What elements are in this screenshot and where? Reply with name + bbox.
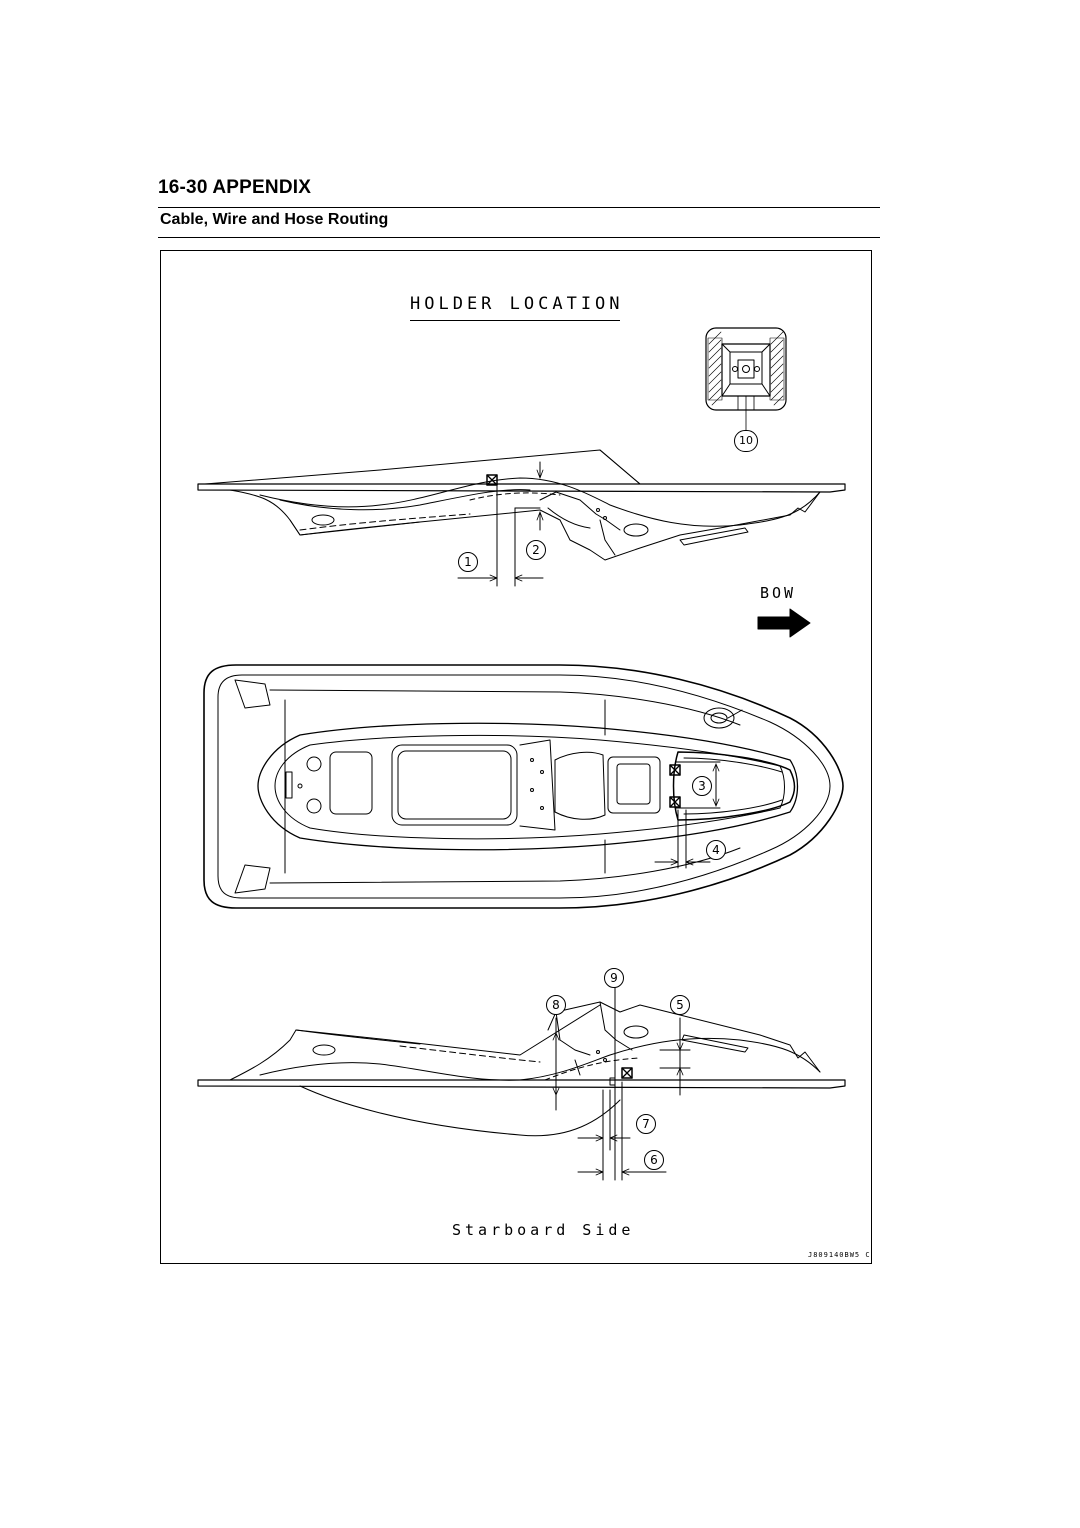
figure-title: HOLDER LOCATION xyxy=(410,294,624,314)
chapter-title: 16-30 APPENDIX xyxy=(158,177,312,198)
bow-label: BOW xyxy=(760,584,797,602)
figure-frame xyxy=(160,250,872,1264)
callout-8: 8 xyxy=(546,995,566,1015)
callout-7: 7 xyxy=(636,1114,656,1134)
holder-detail-icon xyxy=(705,327,787,431)
callout-9: 9 xyxy=(604,968,624,988)
callout-1: 1 xyxy=(458,552,478,572)
side-view-starboard xyxy=(197,987,846,1181)
callout-10: 10 xyxy=(734,430,758,452)
callout-4: 4 xyxy=(706,840,726,860)
side-view-port xyxy=(197,449,846,587)
top-view xyxy=(203,664,844,909)
section-title: Cable, Wire and Hose Routing xyxy=(160,211,389,228)
callout-5: 5 xyxy=(670,995,690,1015)
figure-title-underline xyxy=(410,320,620,321)
callout-2: 2 xyxy=(526,540,546,560)
header-rule-bottom xyxy=(158,237,880,238)
callout-3: 3 xyxy=(692,776,712,796)
page-header: 16-30 APPENDIX xyxy=(158,176,880,200)
figure-code: J809140BW5 C xyxy=(808,1251,871,1259)
view-label: Starboard Side xyxy=(452,1221,635,1239)
right-arrow-icon xyxy=(757,608,811,638)
callout-6: 6 xyxy=(644,1150,664,1170)
header-rule-top xyxy=(158,207,880,208)
